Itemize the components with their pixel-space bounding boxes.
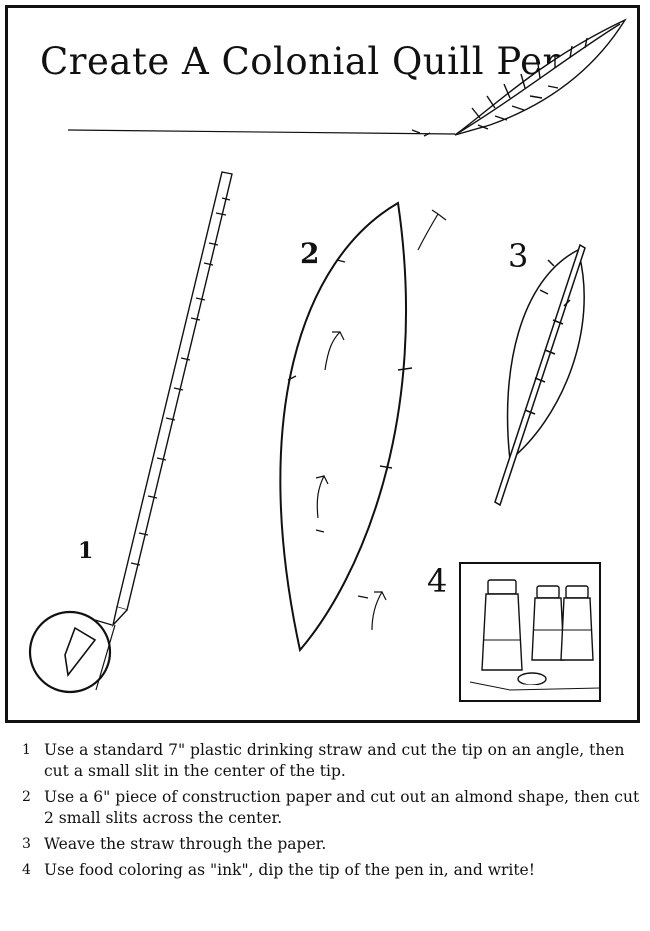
illustration-frame bbox=[5, 5, 640, 723]
instruction-number: 1 bbox=[22, 742, 31, 758]
title-quill-feather-icon bbox=[67, 18, 627, 137]
instruction-item: 4 Use food coloring as "ink", dip the ti… bbox=[22, 860, 642, 881]
almond-paper-drawing bbox=[279, 201, 447, 653]
instruction-item: 2 Use a 6" piece of construction paper a… bbox=[22, 787, 642, 829]
diagram-label-2: 2 bbox=[300, 237, 320, 270]
instruction-text: Use a 6" piece of construction paper and… bbox=[44, 788, 640, 827]
straw-drawing bbox=[28, 171, 233, 694]
instruction-number: 2 bbox=[22, 789, 31, 805]
page-title: Create A Colonial Quill Pen bbox=[40, 40, 567, 83]
instruction-number: 3 bbox=[22, 836, 31, 852]
diagram-label-3: 3 bbox=[508, 237, 529, 275]
instructions-list: 1 Use a standard 7" plastic drinking str… bbox=[22, 740, 642, 886]
diagram-label-4: 4 bbox=[427, 562, 448, 600]
woven-quill-drawing bbox=[494, 243, 586, 507]
instruction-item: 3 Weave the straw through the paper. bbox=[22, 834, 642, 855]
instruction-text: Weave the straw through the paper. bbox=[44, 835, 327, 853]
food-coloring-bottles-icon bbox=[469, 579, 601, 691]
instruction-text: Use food coloring as "ink", dip the tip … bbox=[44, 861, 535, 879]
instruction-text: Use a standard 7" plastic drinking straw… bbox=[44, 741, 625, 780]
ink-bottles-panel bbox=[459, 562, 601, 702]
instruction-number: 4 bbox=[22, 862, 31, 878]
instruction-item: 1 Use a standard 7" plastic drinking str… bbox=[22, 740, 642, 782]
diagram-label-1: 1 bbox=[78, 538, 94, 564]
